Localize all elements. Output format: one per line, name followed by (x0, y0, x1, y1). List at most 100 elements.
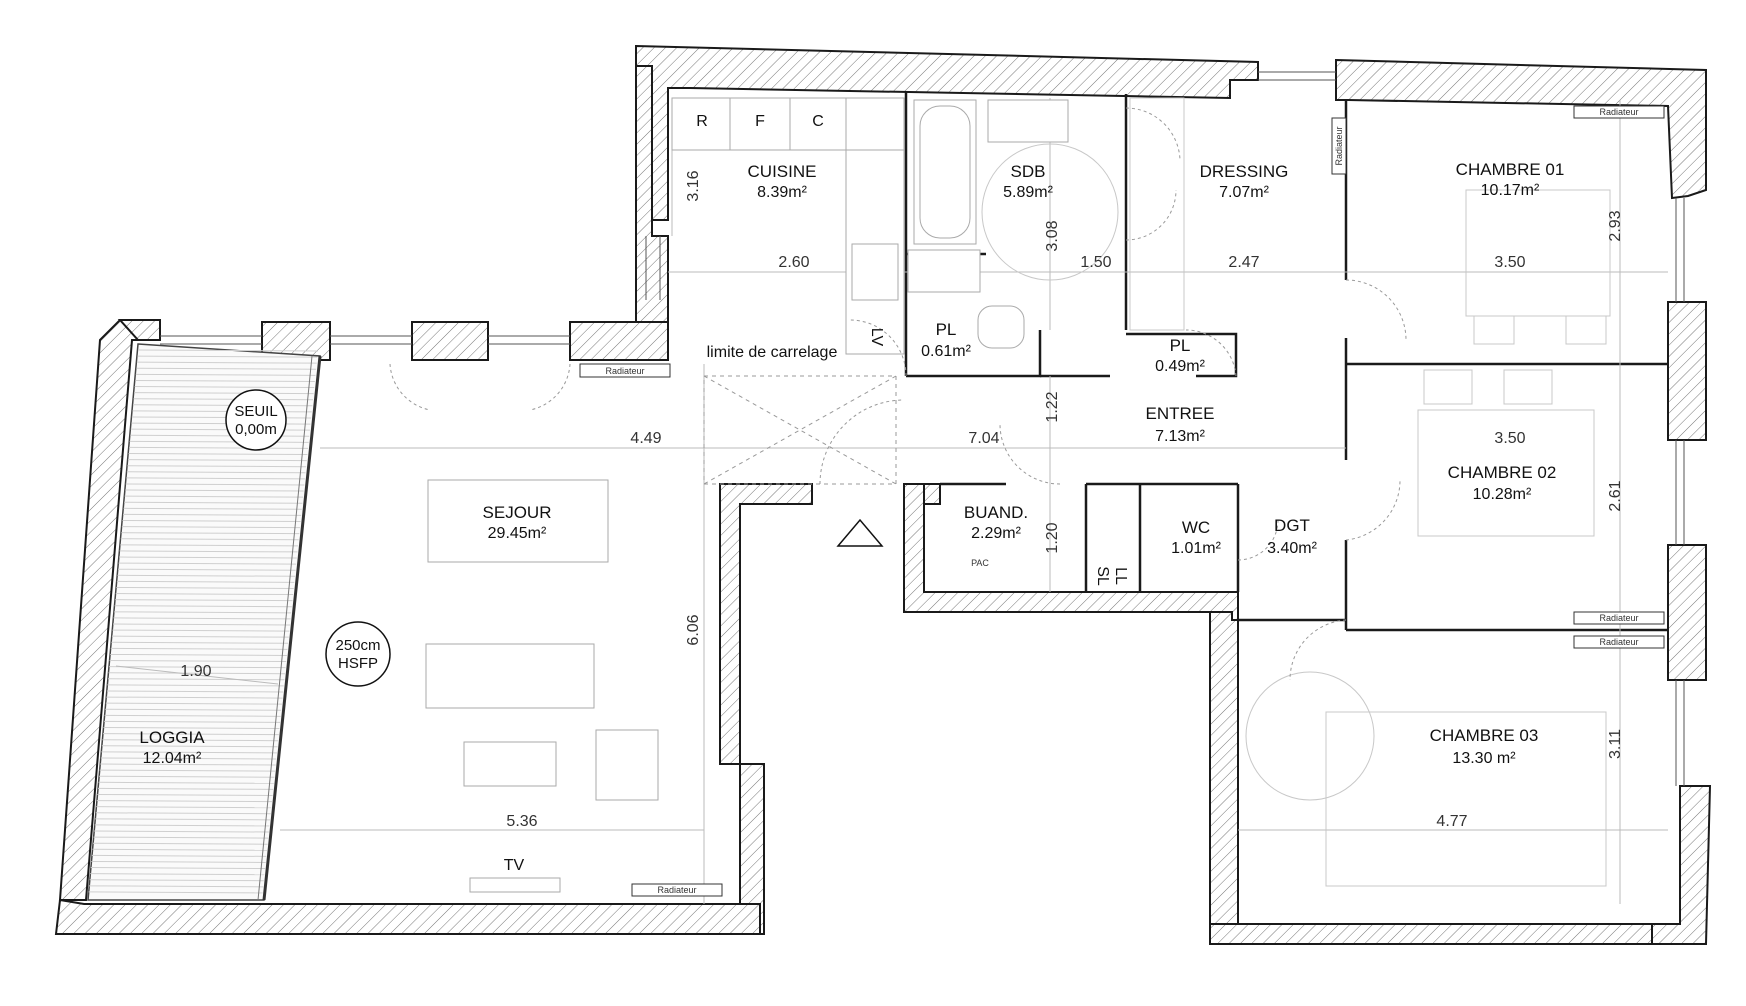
loggia-slat (107, 684, 284, 687)
dim-704: 7.04 (968, 430, 999, 447)
loggia-slat (129, 446, 309, 449)
hsfp-height: 250cm (335, 637, 380, 654)
loggia-slat (102, 739, 279, 742)
loggia-slat (104, 720, 281, 723)
dim-261: 2.61 (1607, 480, 1624, 511)
dim-536: 5.36 (506, 813, 537, 830)
loggia-slat (106, 690, 284, 693)
freezer-label: F (755, 113, 765, 130)
room-name-dgt: DGT (1274, 516, 1310, 535)
windows (160, 71, 1685, 786)
loggia-slat (90, 867, 266, 870)
loggia-slat (118, 562, 297, 565)
loggia-slat (94, 830, 269, 833)
loggia-slat (89, 879, 264, 882)
room-area-buand: 2.29m² (971, 525, 1021, 542)
loggia-slat (116, 580, 295, 583)
loggia-slat (97, 787, 274, 790)
sejour-furniture (425, 479, 659, 893)
seuil-label: SEUIL (234, 403, 277, 420)
loggia-slat (115, 599, 293, 602)
loggia-slat (88, 891, 263, 894)
room-name-pl1: PL (936, 320, 957, 339)
loggia-slat (137, 349, 319, 352)
loggia-slat (120, 544, 299, 547)
loggia-slat (91, 860, 266, 863)
loggia-slat (103, 727, 280, 730)
exterior-walls (54, 44, 1712, 945)
room-area-chambre01: 10.17m² (1481, 182, 1540, 199)
radiator-label: Radiateur (1599, 107, 1638, 117)
loggia-slat (96, 806, 272, 809)
seuil-level: 0,00m (235, 421, 277, 438)
loggia-slat (96, 800, 272, 803)
doors (389, 107, 1407, 681)
room-area-cuisine: 8.39m² (757, 184, 807, 201)
room-name-wc: WC (1182, 518, 1210, 537)
loggia-slat (135, 373, 316, 376)
loggia-slat (127, 465, 307, 468)
loggia-slat (122, 513, 302, 516)
loggia-slat (116, 586, 294, 589)
dim-120: 1.20 (1044, 522, 1061, 553)
fridge-label: R (696, 113, 708, 130)
loggia-slat (121, 532, 300, 535)
radiators: Radiateur Radiateur Radiateur Radiateur … (579, 105, 1665, 897)
radiator-label: Radiateur (1334, 126, 1344, 165)
loggia-slat (95, 818, 271, 821)
dim-311: 3.11 (1607, 729, 1624, 759)
room-area-sejour: 29.45m² (488, 525, 547, 542)
room-area-wc: 1.01m² (1171, 540, 1221, 557)
loggia-slat (97, 793, 273, 796)
loggia-slat (94, 824, 270, 827)
room-area-loggia: 12.04m² (143, 750, 202, 767)
loggia-slat (110, 653, 287, 656)
loggia-slat (117, 574, 295, 577)
room-name-buand: BUAND. (964, 503, 1028, 522)
loggia-slat (108, 672, 286, 675)
room-area-pl1: 0.61m² (921, 343, 971, 360)
dim-150: 1.50 (1080, 254, 1111, 271)
hsfp-marker (325, 621, 391, 687)
radiator-label: Radiateur (1599, 613, 1638, 623)
loggia-slat (110, 647, 288, 650)
loggia-slat (115, 593, 294, 596)
loggia-slat (125, 483, 305, 486)
loggia-slat (117, 568, 296, 571)
loggia-slat (119, 550, 298, 553)
loggia-slat (112, 629, 290, 632)
loggia-slat (91, 854, 267, 857)
dim-477: 4.77 (1436, 813, 1467, 830)
loggia-slat (105, 702, 282, 705)
room-name-chambre02: CHAMBRE 02 (1448, 463, 1557, 482)
loggia-slat (89, 885, 264, 888)
loggia-slat (120, 538, 299, 541)
room-name-sdb: SDB (1011, 162, 1046, 181)
room-area-dgt: 3.40m² (1267, 540, 1317, 557)
room-name-dressing: DRESSING (1200, 162, 1289, 181)
radiator-label: Radiateur (605, 366, 644, 376)
loggia-slat (106, 696, 283, 699)
dim-293: 2.93 (1607, 210, 1624, 241)
room-area-sdb: 5.89m² (1003, 184, 1053, 201)
loggia-slat (100, 757, 277, 760)
dressing-storage (1129, 97, 1185, 331)
loggia-slat (107, 678, 285, 681)
loggia-slat (128, 453, 308, 456)
loggia-slat (114, 611, 292, 614)
dim-350a: 3.50 (1494, 254, 1525, 271)
loggia-slat (109, 666, 286, 669)
room-name-loggia: LOGGIA (139, 728, 205, 747)
loggia-slat (135, 379, 315, 382)
loggia-slat (126, 471, 306, 474)
loggia-slat (98, 781, 274, 784)
loggia-slat (136, 361, 317, 364)
loggia-slat (124, 501, 303, 504)
dimension-values: 3.16 2.60 3.08 1.50 2.47 3.50 2.93 1.22 … (180, 170, 1624, 830)
loggia-slat (125, 489, 304, 492)
dim-316: 3.16 (685, 170, 702, 201)
loggia-slat (90, 873, 265, 876)
annotations: SEUIL 0,00m 250cm HSFP limite de carrela… (234, 113, 1129, 874)
dim-606: 6.06 (685, 614, 702, 645)
dim-122: 1.22 (1044, 391, 1061, 422)
